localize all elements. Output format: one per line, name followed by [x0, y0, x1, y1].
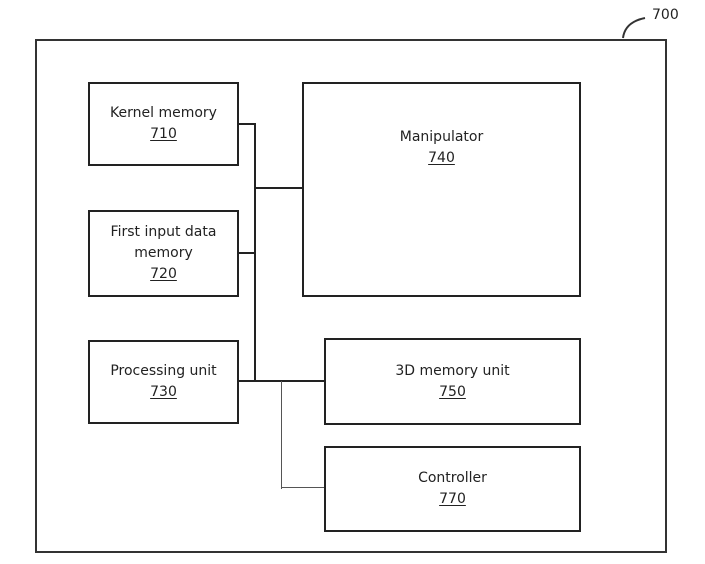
block-reference-number: 710 [150, 126, 177, 142]
block-processing-unit: Processing unit 730 [88, 340, 239, 424]
block-reference-number: 720 [150, 266, 177, 282]
block-kernel-memory: Kernel memory 710 [88, 82, 239, 166]
block-label: Controller [418, 470, 487, 486]
block-3d-memory-unit: 3D memory unit 750 [324, 338, 581, 425]
block-manipulator: Manipulator 740 [302, 82, 581, 297]
connector-730-770-horizontal [281, 487, 325, 488]
block-reference-number: 770 [439, 491, 466, 507]
block-label: Kernel memory [110, 105, 217, 121]
connector-bus-740 [254, 187, 303, 189]
block-controller: Controller 770 [324, 446, 581, 532]
connector-730-770-vertical [281, 381, 282, 489]
figure-reference-number: 700 [652, 7, 679, 23]
block-label-line-2: memory [134, 245, 193, 261]
reference-leader-line [622, 17, 646, 39]
connector-720-bus [238, 252, 256, 254]
block-label: 3D memory unit [395, 363, 510, 379]
block-label-line-1: First input data [110, 224, 217, 240]
block-first-input-data-memory: First input data memory 720 [88, 210, 239, 297]
block-label: Processing unit [110, 363, 217, 379]
block-reference-number: 730 [150, 384, 177, 400]
bus-vertical [254, 123, 256, 382]
block-reference-number: 750 [439, 384, 466, 400]
block-label: Manipulator [399, 129, 484, 145]
connector-710-bus [238, 123, 256, 125]
system-frame [35, 39, 667, 553]
block-reference-number: 740 [428, 150, 455, 166]
